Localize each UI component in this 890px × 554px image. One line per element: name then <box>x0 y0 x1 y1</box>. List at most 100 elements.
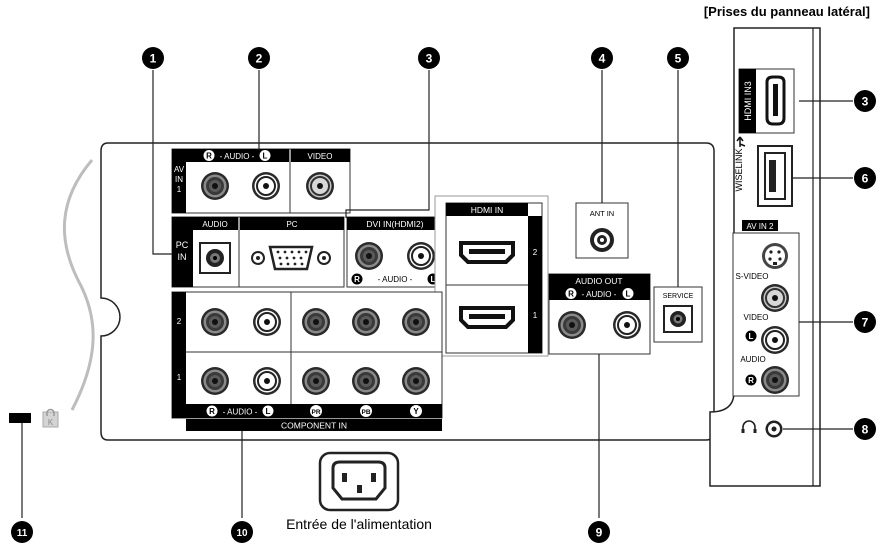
svg-text:K: K <box>48 418 54 427</box>
side-hdmi-in3-label: HDMI IN3 <box>743 81 753 121</box>
callouts: 1 2 3 4 5 3 6 7 8 9 10 11 <box>11 47 876 543</box>
svg-text:7: 7 <box>862 316 869 330</box>
service-label: SERVICE <box>663 293 694 300</box>
av-in-1-label-3: 1 <box>177 185 182 194</box>
comp-pr-label: PR <box>311 409 320 416</box>
side-s-video-label: S-VIDEO <box>736 272 769 281</box>
av1-audio-l: L <box>263 152 268 161</box>
comp1-y-jack <box>402 367 430 395</box>
comp2-pr-jack <box>302 308 330 336</box>
dvi-audio-l: L <box>431 275 436 284</box>
callout-2: 2 <box>248 47 270 69</box>
comp2-audio-l-jack <box>252 307 282 337</box>
comp-pb-label: PB <box>361 409 370 416</box>
svg-text:11: 11 <box>17 528 28 539</box>
comp1-audio-r-jack <box>201 367 229 395</box>
hdmi-in-block: HDMI IN 2 1 <box>434 195 549 357</box>
hdmi-port-1-label: 1 <box>533 311 538 320</box>
av1-audio-r: R <box>206 152 212 161</box>
av1-video-label: VIDEO <box>308 152 333 161</box>
comp1-pr-jack <box>302 367 330 395</box>
svg-text:3: 3 <box>426 52 433 66</box>
audio-out-audio-label: - AUDIO - <box>582 290 617 299</box>
comp-audio-r: R <box>209 407 215 416</box>
side-audio-l: L <box>749 332 754 341</box>
callout-4: 4 <box>591 47 613 69</box>
callout-8: 8 <box>854 418 876 440</box>
side-panel: HDMI IN3 WISELINK AV IN 2 S-VIDEO VIDEO … <box>709 27 821 487</box>
dvi-audio-r: R <box>354 275 360 284</box>
pc-audio-jack <box>199 242 231 274</box>
side-video-jack <box>760 283 790 313</box>
audio-out-r: R <box>568 290 574 299</box>
side-video-label: VIDEO <box>744 313 769 322</box>
comp1-audio-l-jack <box>252 366 282 396</box>
comp2-pb-jack <box>352 308 380 336</box>
leader-lines <box>21 70 853 518</box>
audio-out-r-jack <box>558 311 586 339</box>
callout-1: 1 <box>142 47 164 69</box>
side-wiselink-label: WISELINK <box>734 148 744 191</box>
usb-icon <box>736 136 746 147</box>
audio-out-label: AUDIO OUT <box>575 276 622 286</box>
callout-9: 9 <box>588 521 610 543</box>
svg-text:4: 4 <box>599 52 606 66</box>
dvi-audio-r-jack <box>355 242 383 270</box>
callout-11: 11 <box>11 521 33 543</box>
vga-port-icon <box>251 245 331 271</box>
audio-out-l: L <box>626 290 631 299</box>
headphone-icon <box>741 420 757 433</box>
pc-in-label-1: PC <box>176 240 189 250</box>
side-av-in-2-label: AV IN 2 <box>747 222 775 231</box>
service-block: SERVICE <box>653 286 703 343</box>
hdmi-port-2-label: 2 <box>533 248 538 257</box>
callout-3: 3 <box>418 47 440 69</box>
callout-10: 10 <box>231 521 253 543</box>
dvi-in-block: DVI IN(HDMI2) R - AUDIO - L <box>346 216 444 288</box>
ant-in-block: ANT IN <box>575 202 629 259</box>
av-in-1-label-2: IN <box>175 175 183 184</box>
headphone-jack <box>765 420 783 438</box>
audio-out-l-jack <box>612 310 642 340</box>
side-audio-r-jack <box>761 366 789 394</box>
av-in-1-block: AV IN 1 R - AUDIO - L VIDEO <box>171 148 351 214</box>
callout-6: 6 <box>854 167 876 189</box>
av1-audio-r-jack <box>201 172 229 200</box>
pc-audio-label: AUDIO <box>202 220 227 229</box>
side-outline <box>62 159 95 411</box>
svg-text:10: 10 <box>236 528 248 539</box>
comp2-audio-r-jack <box>201 308 229 336</box>
svg-text:1: 1 <box>150 52 157 66</box>
svg-text:9: 9 <box>596 526 603 540</box>
callout-5: 5 <box>667 47 689 69</box>
lock-icon: K <box>42 408 59 428</box>
panel-title: [Prises du panneau latéral] <box>703 4 870 19</box>
kensington-slot <box>9 413 31 423</box>
comp-y-label: Y <box>413 407 419 416</box>
comp1-pb-jack <box>352 367 380 395</box>
pc-in-block: PC IN AUDIO PC <box>171 216 345 288</box>
power-label: Entrée de l'alimentation <box>286 516 432 532</box>
dvi-in-label: DVI IN(HDMI2) <box>366 219 423 229</box>
component-row-2-label: 2 <box>177 317 182 326</box>
svg-text:3: 3 <box>862 95 869 109</box>
side-audio-label: AUDIO <box>740 355 765 364</box>
dvi-audio-l-jack <box>406 241 436 271</box>
hdmi-port-icon <box>765 75 786 126</box>
comp-audio-label: - AUDIO - <box>223 408 258 417</box>
side-audio-l-jack <box>760 325 790 355</box>
component-row-1-label: 1 <box>177 373 182 382</box>
comp-audio-l: L <box>266 407 271 416</box>
callout-3-side: 3 <box>854 90 876 112</box>
dvi-audio-label: - AUDIO - <box>378 275 413 284</box>
svg-text:2: 2 <box>256 52 263 66</box>
pc-in-label-2: IN <box>178 252 187 262</box>
component-in-label: COMPONENT IN <box>281 421 347 431</box>
svg-text:8: 8 <box>862 423 869 437</box>
ant-in-label: ANT IN <box>590 209 614 218</box>
svg-text:5: 5 <box>675 52 682 66</box>
svg-text:6: 6 <box>862 172 869 186</box>
av1-audio-l-jack <box>251 171 281 201</box>
side-audio-r: R <box>748 376 754 385</box>
